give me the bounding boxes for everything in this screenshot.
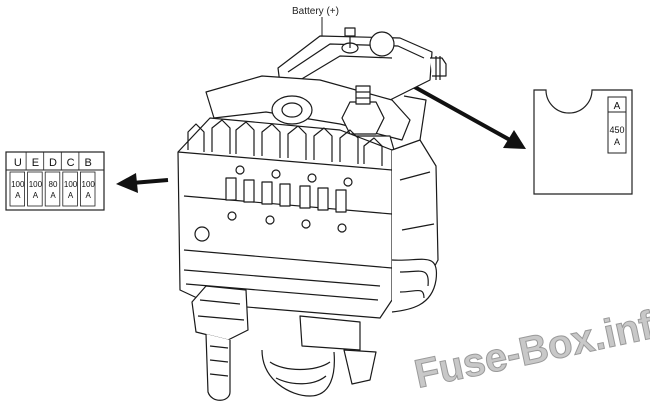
left-fuse-rating: 100 [64, 180, 78, 189]
lower-connector [191, 285, 249, 341]
left-fuse-header: B [85, 157, 92, 169]
right-fuse-header: A [614, 101, 621, 112]
left-fuse-cell [9, 171, 26, 207]
left-fuse-unit: A [33, 191, 39, 200]
right-fuse-rating: 450 [609, 125, 624, 135]
battery-label: Battery (+) [292, 6, 339, 17]
right-arrow [401, 78, 526, 149]
fuse-box-body [177, 27, 447, 401]
left-cable [205, 333, 231, 401]
left-fuse-rating: 100 [82, 180, 96, 189]
locking-tab [194, 226, 210, 242]
left-fuse-cell [80, 171, 96, 207]
fuse-slots [187, 119, 383, 166]
left-fuse-unit: A [15, 191, 21, 200]
left-fuse-cell [27, 171, 43, 207]
center-cable [261, 349, 335, 397]
left-fuse-unit: A [50, 191, 56, 200]
left-fuse-header: U [14, 157, 22, 169]
left-arrow [116, 173, 169, 193]
right-fuse-cell [607, 96, 627, 154]
left-fuse-rating: 80 [49, 180, 58, 189]
left-fuse-cell [62, 171, 78, 207]
left-fuse-rating: 100 [29, 180, 43, 189]
battery-post [369, 31, 395, 57]
watermark-text: Fuse-Box.info [411, 298, 650, 396]
right-fuse-detail: A 450 A [533, 89, 633, 195]
left-fuse-rating: 100 [11, 180, 25, 189]
left-fuse-header: C [67, 157, 75, 169]
left-fuse-unit: A [86, 191, 92, 200]
right-fuse-unit: A [614, 137, 620, 147]
left-fuse-cell [44, 171, 61, 207]
left-fuse-header: E [32, 157, 39, 169]
left-fuse-header: D [49, 157, 57, 169]
main-stud-nut [341, 101, 385, 135]
left-fuse-unit: A [68, 191, 74, 200]
right-cable [391, 258, 438, 313]
fuse-terminals [225, 165, 353, 233]
